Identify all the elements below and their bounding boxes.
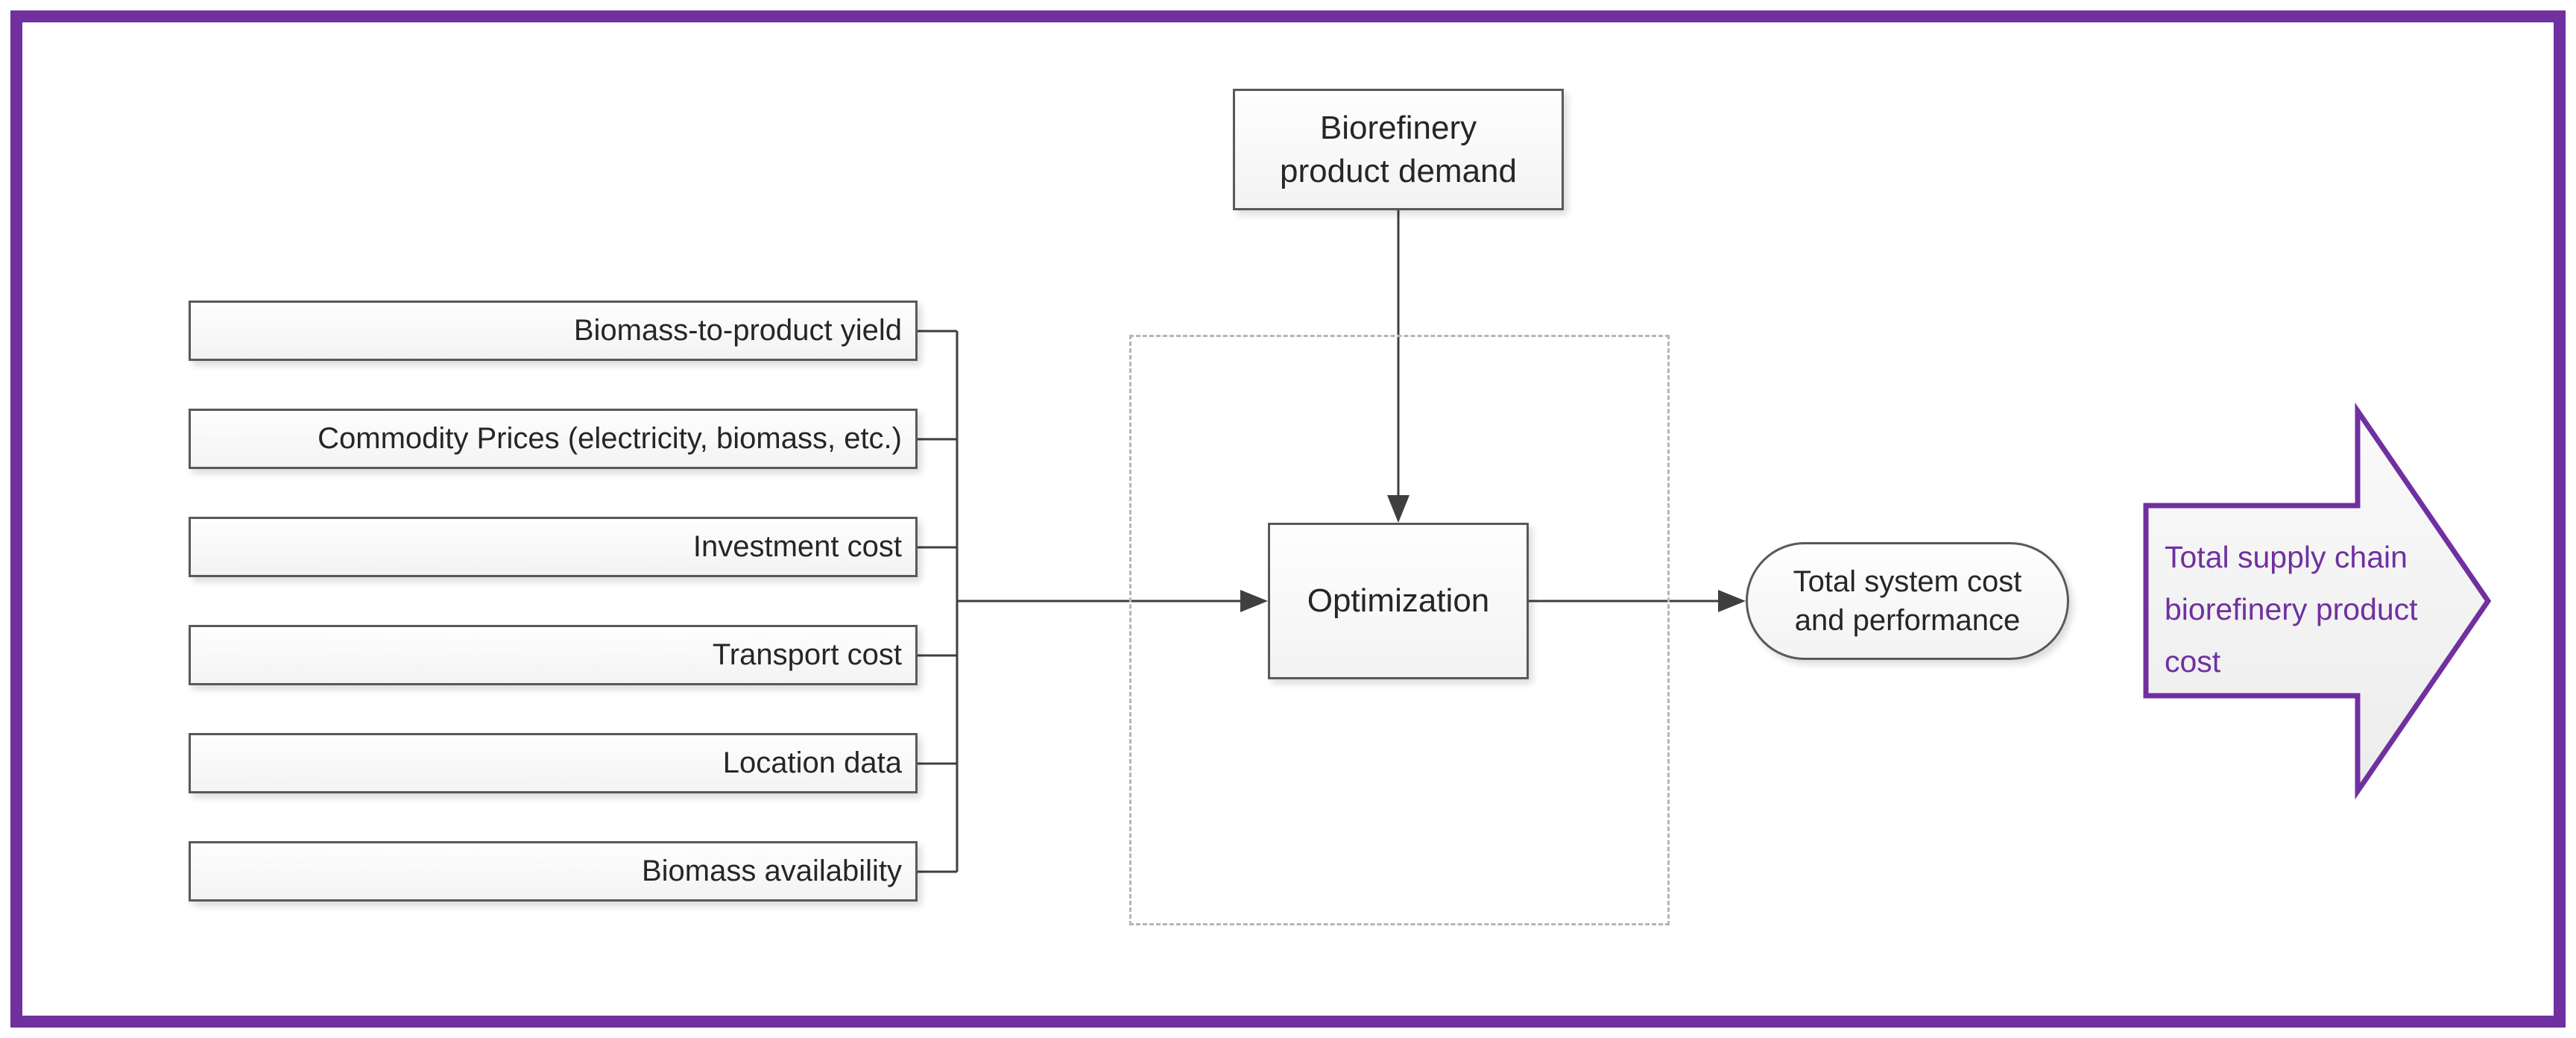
node-label: Total system cost and performance [1793,565,2022,637]
node-total-system-cost-performance: Total system cost and performance [1746,542,2069,660]
node-label: Biomass-to-product yield [573,314,902,347]
node-label: Biorefinery product demand [1280,110,1517,189]
node-label: Optimization [1307,582,1490,619]
arrowhead-right-icon [1718,590,1746,612]
node-label: Location data [722,746,902,779]
arrowhead-right-icon [1240,590,1268,612]
output-arrow [1529,590,1746,612]
main-input-arrow [957,590,1268,612]
input-box-commodity-prices: Commodity Prices (electricity, biomass, … [189,409,918,469]
node-label: Investment cost [692,530,902,563]
node-optimization: Optimization [1268,523,1529,679]
node-label: Commodity Prices (electricity, biomass, … [318,422,902,455]
result-block-arrow-icon [2143,402,2492,800]
optimization-boundary-dashed-box [1129,335,1670,925]
input-box-biomass-availability: Biomass availability [189,841,918,902]
arrowhead-down-icon [1387,495,1409,523]
page-border-frame [10,10,2566,1028]
result-arrow-label: Total supply chain biorefinery product c… [2165,540,2418,679]
input-box-location-data: Location data [189,733,918,793]
input-stub-lines [918,330,959,873]
node-biorefinery-product-demand: Biorefinery product demand [1233,89,1564,210]
input-box-investment-cost: Investment cost [189,517,918,577]
node-label: Biomass availability [641,855,902,887]
demand-arrow [1387,210,1409,523]
input-box-transport-cost: Transport cost [189,625,918,685]
node-label: Transport cost [712,638,902,671]
input-box-biomass-to-product-yield: Biomass-to-product yield [189,301,918,361]
